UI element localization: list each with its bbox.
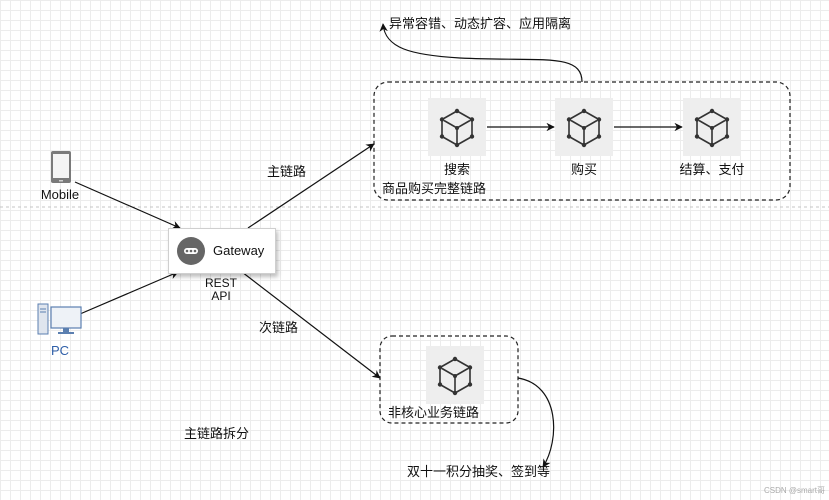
edge-secondary-chain	[241, 271, 381, 379]
core-chain-label: 商品购买完整链路	[382, 181, 487, 196]
edge-bottom-annotation	[517, 377, 555, 468]
microservice-cube-icon	[439, 108, 475, 148]
pc-label: PC	[50, 343, 70, 358]
main-chain-label: 主链路	[267, 164, 307, 179]
search-service-node	[428, 98, 486, 156]
mobile-label: Mobile	[40, 187, 80, 202]
rest-label: REST	[204, 276, 238, 290]
buy-service-node	[555, 98, 613, 156]
edge-mobile-gateway	[74, 181, 181, 229]
api-label: API	[211, 289, 231, 303]
microservice-cube-icon	[566, 108, 602, 148]
bottom-annotation: 双十一积分抽奖、签到等	[407, 464, 551, 479]
top-annotation: 异常容错、动态扩容、应用隔离	[389, 16, 572, 31]
settle-service-node	[683, 98, 741, 156]
non-core-chain-label: 非核心业务链路	[388, 405, 480, 420]
gateway-label: Gateway	[213, 243, 265, 258]
gateway-dots-icon	[177, 237, 205, 265]
desktop-pc-icon	[37, 303, 82, 335]
edge-pc-gateway	[79, 271, 179, 315]
gateway-node: Gateway	[168, 228, 276, 274]
edge-top-annotation	[379, 23, 583, 83]
search-label: 搜索	[443, 162, 471, 177]
edge-main-chain	[247, 143, 375, 229]
secondary-chain-label: 次链路	[259, 320, 299, 335]
non-core-chain-box	[379, 335, 519, 424]
core-chain-box	[373, 81, 791, 201]
rest-api-label: REST API	[205, 277, 237, 303]
split-annotation: 主链路拆分	[184, 426, 250, 441]
watermark: CSDN @smart哥	[763, 486, 825, 495]
mobile-phone-icon	[51, 151, 71, 183]
microservice-cube-icon	[437, 356, 473, 396]
non-core-service-node	[426, 346, 484, 404]
settle-label: 结算、支付	[679, 162, 745, 177]
microservice-cube-icon	[694, 108, 730, 148]
buy-label: 购买	[570, 162, 598, 177]
